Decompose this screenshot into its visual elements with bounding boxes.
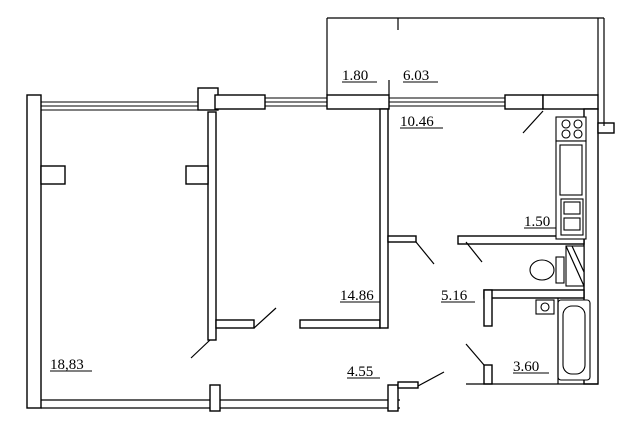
toilet-icon (529, 259, 555, 281)
shaft-hatch (565, 245, 585, 287)
door-swing (417, 371, 445, 387)
left-wall (26, 94, 42, 409)
partition-stub (387, 235, 417, 243)
kitchen-fixtures (555, 116, 587, 240)
partition-stub (299, 319, 381, 329)
door-swing (190, 339, 211, 359)
partition-room2-kitchen (379, 108, 389, 329)
door-swing (465, 241, 483, 263)
partition-stub (215, 319, 255, 329)
area-label-corridor: 4.55 (347, 364, 373, 380)
partition-bath (483, 289, 585, 299)
door-swing (253, 307, 277, 329)
interior-walls (40, 108, 598, 412)
top-wall-segment (542, 94, 599, 110)
burner-icon (573, 119, 583, 129)
area-labels: 18,83 1.80 6.03 10.46 1.50 14.86 5.16 4.… (50, 68, 556, 380)
balcony (326, 17, 605, 126)
partition-kitchen-pantry (457, 235, 585, 245)
area-label-pantry: 1.50 (524, 214, 550, 230)
door-swing (522, 110, 544, 134)
sink-bowl (563, 201, 581, 215)
burner-icon (561, 129, 571, 139)
area-label-room-2: 14.86 (340, 288, 374, 304)
stove (555, 116, 587, 142)
area-label-loggia-2: 6.03 (403, 68, 429, 84)
toilet-tank (555, 256, 565, 284)
area-label-room-1: 18,83 (50, 357, 84, 373)
door-swing (415, 241, 435, 265)
area-label-loggia-1: 1.80 (342, 68, 368, 84)
column-stub-left (40, 165, 66, 185)
top-wall-segment (326, 94, 390, 110)
bathroom-fixtures (529, 245, 591, 384)
right-notch (597, 122, 615, 134)
partition-bath-vertical (483, 364, 493, 385)
area-label-hall: 5.16 (441, 288, 468, 304)
partition-bath-vertical (483, 289, 493, 327)
burner-icon (561, 119, 571, 129)
shaft-hatch (571, 245, 585, 273)
doors (190, 110, 544, 387)
door-swing (465, 343, 485, 366)
washbasin-drain (540, 302, 550, 312)
door-jamb (387, 384, 399, 412)
sink-bowl (563, 217, 581, 231)
bathtub-inner (562, 305, 586, 375)
door-jamb (209, 384, 221, 412)
area-label-kitchen: 10.46 (400, 114, 434, 130)
partition-room1-room2 (207, 111, 217, 341)
area-label-bathroom: 3.60 (513, 359, 539, 375)
top-wall-segment (214, 94, 266, 110)
door-jamb (397, 381, 419, 389)
column-stub-right (185, 165, 209, 185)
top-wall-segment (504, 94, 544, 110)
counter-inner (559, 144, 583, 196)
burner-icon (573, 129, 583, 139)
